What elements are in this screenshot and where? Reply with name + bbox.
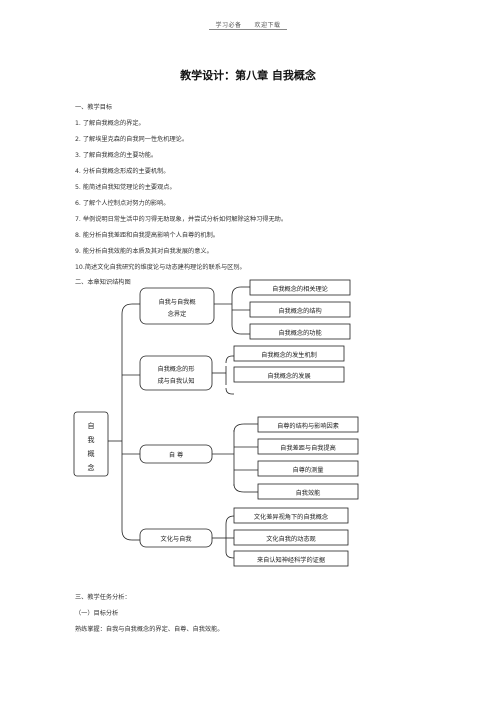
section3-heading: 三、教学任务分析： bbox=[75, 594, 131, 601]
leaf-node bbox=[233, 366, 345, 383]
objective-item: 9. 能分析自我效能的本质及其对自我发展的意义。 bbox=[75, 248, 213, 255]
leaf-label: 自我效能 bbox=[296, 489, 321, 497]
branch-node bbox=[139, 444, 213, 464]
leaf-label: 自我概念的结构 bbox=[278, 307, 321, 315]
leaf-label: 来自认知神经科学的证据 bbox=[257, 556, 325, 564]
section3-text: 熟练掌握：自我与自我概念的界定、自尊、自我效能。 bbox=[75, 626, 224, 633]
leaf-node bbox=[233, 345, 345, 362]
branch-label: 成与自我认知 bbox=[157, 377, 194, 385]
leaf-node bbox=[257, 438, 359, 455]
leaf-label: 文化差异视角下的自我概念 bbox=[254, 513, 328, 521]
leaf-node bbox=[249, 301, 351, 318]
section1-heading: 一、教学目标 bbox=[75, 104, 113, 111]
leaf-node bbox=[233, 507, 349, 524]
leaf-label: 文化自我的动态观 bbox=[266, 535, 316, 543]
branch-label: 文化与自我 bbox=[161, 535, 192, 543]
branch-label: 自我与自我概 bbox=[158, 298, 195, 306]
leaf-node bbox=[233, 529, 349, 546]
root-char: 概 bbox=[88, 449, 95, 458]
leaf-label: 自我差距与自我提高 bbox=[280, 444, 336, 452]
branch-label: 自我概念的形 bbox=[157, 365, 194, 373]
document-title: 教学设计：第八章 自我概念 bbox=[180, 69, 316, 82]
branch-node bbox=[139, 287, 215, 325]
leaf-label: 自我概念的发生机制 bbox=[261, 351, 317, 359]
objective-item: 6. 了解个人控制点对努力的影响。 bbox=[75, 200, 170, 207]
root-node bbox=[73, 411, 109, 477]
leaf-label: 自尊的测量 bbox=[293, 466, 324, 474]
root-char: 念 bbox=[88, 463, 95, 472]
leaf-node bbox=[249, 323, 351, 340]
leaf-node bbox=[257, 460, 359, 477]
leaf-label: 自我概念的功能 bbox=[278, 329, 321, 337]
leaf-node bbox=[233, 550, 349, 567]
objective-item: 10.简述文化自我研究的维度论与动态建构理论的联系与区别。 bbox=[75, 264, 246, 271]
leaf-label: 自尊的结构与影响因素 bbox=[277, 422, 339, 430]
leaf-node bbox=[257, 483, 359, 500]
objective-item: 4. 分析自我概念形成的主要机制。 bbox=[75, 168, 170, 175]
root-char: 我 bbox=[88, 435, 95, 444]
section2-heading: 二、本章知识结构图 bbox=[75, 279, 131, 286]
branch-node bbox=[139, 355, 213, 391]
section3-subheading: （一）目标分析 bbox=[75, 610, 119, 617]
branch-node bbox=[139, 528, 213, 548]
leaf-label: 自我概念的相关理论 bbox=[272, 285, 328, 293]
branch-label: 自 尊 bbox=[169, 451, 183, 459]
branch-label: 念界定 bbox=[168, 310, 187, 318]
objective-item: 5. 能简述自我知觉理论的主要观点。 bbox=[75, 184, 176, 191]
leaf-node bbox=[257, 416, 359, 433]
page-header: 学习必备 欢迎下载 bbox=[0, 20, 496, 30]
objective-item: 8. 能分析自我差距和自我提高影响个人自尊的机制。 bbox=[75, 232, 219, 239]
objective-item: 1. 了解自我概念的界定。 bbox=[75, 120, 145, 127]
objective-item: 7. 举例说明日常生活中的习得无助现象，并尝试分析如何解除这种习得无助。 bbox=[75, 216, 288, 223]
header-text: 学习必备 欢迎下载 bbox=[209, 22, 287, 30]
root-char: 自 bbox=[88, 421, 95, 430]
leaf-label: 自我概念的发展 bbox=[267, 372, 310, 380]
objective-item: 3. 了解自我概念的主要功能。 bbox=[75, 152, 158, 159]
leaf-node bbox=[249, 279, 351, 296]
objective-item: 2. 了解埃里克森的自我同一性危机理论。 bbox=[75, 136, 189, 143]
